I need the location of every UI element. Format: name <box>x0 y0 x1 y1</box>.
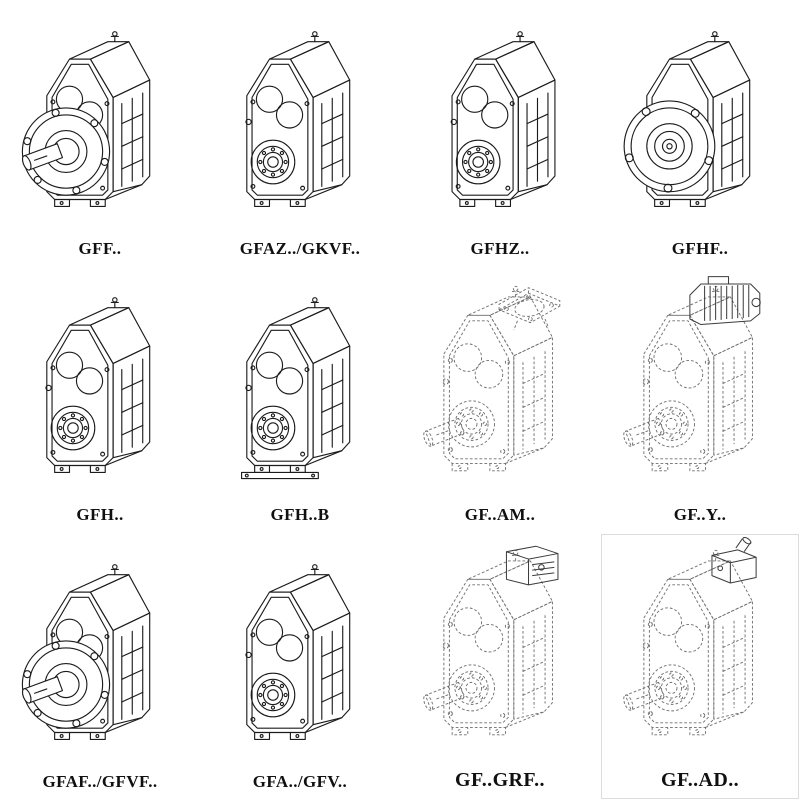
gearbox-bore-face-drawing <box>245 30 351 207</box>
gearbox-flange-shaft-drawing <box>20 564 151 741</box>
gearbox-cell: GFF.. <box>0 0 200 267</box>
gearbox-label: GF..Y.. <box>673 505 727 524</box>
gearbox-cell: GFAF../GFVF.. <box>0 533 200 800</box>
gearbox-bore-face-drawing <box>245 564 351 741</box>
gearbox-dashed-input-flange-drawing <box>421 285 561 472</box>
gearbox-cell: GFH.. <box>0 267 200 534</box>
gearbox-flange-shaft-drawing <box>20 30 151 207</box>
gearbox-front-flange-drawing <box>623 30 751 207</box>
gearbox-dashed-shaft-adapter-drawing <box>621 537 757 736</box>
gearbox-label: GFAF../GFVF.. <box>42 772 158 791</box>
gearbox-label: GFHZ.. <box>470 238 530 258</box>
gearbox-cell: GF..AM.. <box>400 267 600 534</box>
gearbox-label: GFHF.. <box>671 238 729 258</box>
gearbox-cell: GFH..B <box>200 267 400 534</box>
gearbox-cell: GF..Y.. <box>600 267 800 534</box>
gearbox-bore-face-baseplate-drawing <box>241 297 351 480</box>
gearbox-label: GFH.. <box>76 505 124 524</box>
gearbox-cell: GF..GRF.. <box>400 533 600 800</box>
gearbox-dashed-adapter-drawing <box>421 545 559 736</box>
gearbox-cell: GFHZ.. <box>400 0 600 267</box>
gearbox-bore-face-drawing <box>450 30 556 207</box>
gearbox-label: GF..GRF.. <box>455 769 545 791</box>
gearbox-label: GFF.. <box>78 238 122 258</box>
gearbox-label: GF..AD.. <box>660 769 740 791</box>
gearbox-dashed-motor-drawing <box>621 276 761 472</box>
gearbox-label: GFH..B <box>270 505 330 524</box>
gearbox-cell: GFHF.. <box>600 0 800 267</box>
gearbox-bore-face-drawing <box>45 297 151 474</box>
gearbox-label: GF..AM.. <box>464 505 536 524</box>
gearbox-cell: GF..AD.. <box>600 533 800 800</box>
gearbox-cell: GFA../GFV.. <box>200 533 400 800</box>
gearbox-cell: GFAZ../GKVF.. <box>200 0 400 267</box>
gearbox-label: GFAZ../GKVF.. <box>239 238 361 258</box>
gearbox-label: GFA../GFV.. <box>252 772 348 791</box>
